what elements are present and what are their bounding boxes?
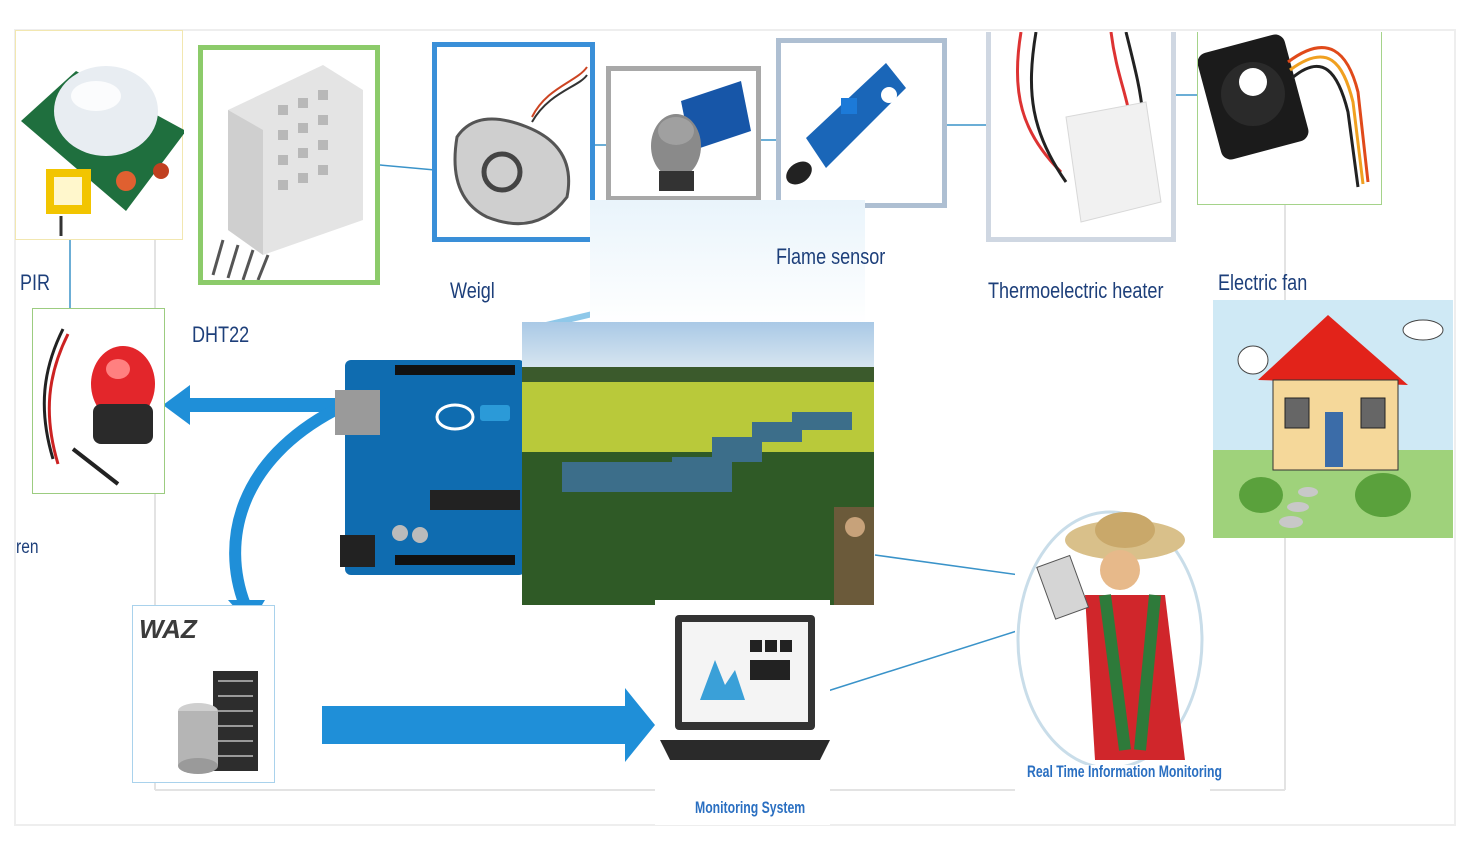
waziup-server-frame: WAZ: [132, 605, 275, 783]
dht22-sensor-frame: [198, 45, 380, 285]
pir-sensor-frame: [15, 30, 186, 240]
realtime-monitoring-label: Real Time Information Monitoring: [1027, 762, 1222, 781]
thermoelectric-heater-frame: [986, 31, 1176, 242]
flame-sensor-icon: [786, 63, 906, 185]
dht22-sensor-icon: [211, 65, 363, 281]
thermoelectric-heater-label: Thermoelectric heater: [988, 278, 1164, 303]
farmer-frame: Real Time Information Monitoring: [1015, 500, 1222, 800]
weight-label: Weigl: [450, 278, 495, 303]
beehive-field-photo: [522, 322, 874, 605]
electric-fan-frame: [1197, 32, 1382, 205]
load-cell-icon: [453, 66, 588, 226]
siren-label: ren: [16, 537, 39, 558]
electric-fan-icon: [1197, 34, 1370, 188]
load-cell-frame: [432, 42, 595, 242]
house-icon: [1213, 300, 1453, 538]
farmer-icon: [1016, 510, 1204, 770]
pir-sensor-icon: [21, 66, 186, 236]
flame-backdrop: [590, 200, 865, 325]
flame-label: Flame sensor: [776, 244, 886, 269]
siren-frame: [32, 308, 165, 494]
laptop-frame: Monitoring System: [655, 600, 830, 825]
pir-label: PIR: [20, 270, 51, 295]
electric-fan-label: Electric fan: [1218, 270, 1308, 295]
laptop-icon: [660, 615, 830, 760]
waziup-logo-text: WAZ: [139, 614, 197, 644]
flame-sensor-frame: [776, 38, 947, 208]
siren-icon: [42, 328, 155, 486]
server-icon: [178, 671, 258, 774]
thermoelectric-heater-icon: [1015, 31, 1162, 223]
dht22-label: DHT22: [192, 322, 250, 347]
gas-sensor-frame: [606, 66, 761, 201]
arduino-board-icon: [335, 355, 525, 577]
gas-sensor-icon: [651, 81, 751, 191]
monitoring-system-label: Monitoring System: [695, 798, 806, 817]
